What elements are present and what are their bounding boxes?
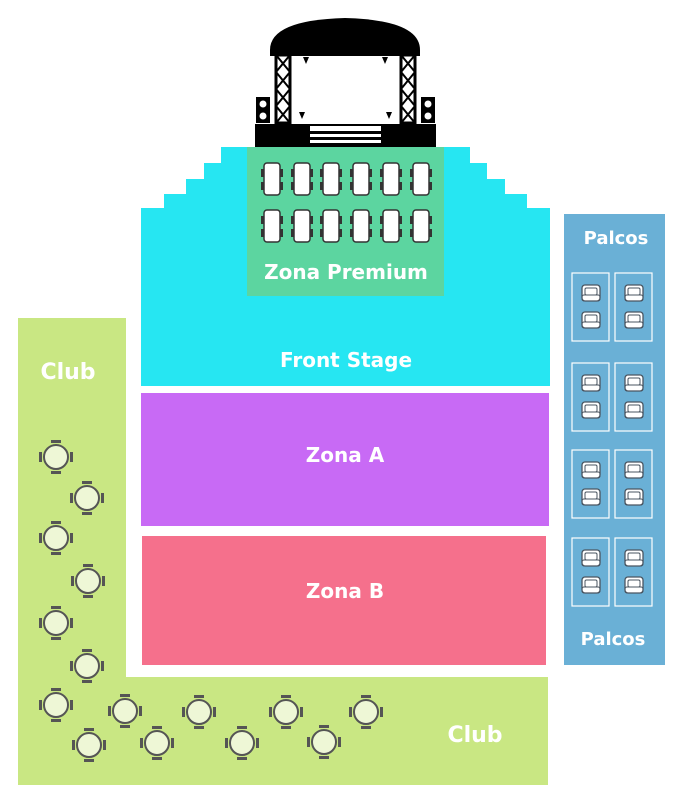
box[interactable] [614, 449, 653, 519]
premium-seat-icon[interactable] [260, 209, 284, 243]
armchair-icon [624, 374, 644, 392]
armchair-icon [624, 549, 644, 567]
armchair-icon [581, 401, 601, 419]
premium-seat-icon[interactable] [319, 162, 343, 196]
armchair-icon [581, 461, 601, 479]
armchair-icon [581, 374, 601, 392]
armchair-icon [581, 576, 601, 594]
front-stage-label: Front Stage [280, 348, 412, 372]
box[interactable] [614, 272, 653, 342]
zona-premium-label: Zona Premium [264, 260, 428, 284]
box[interactable] [571, 449, 610, 519]
premium-seat-icon[interactable] [290, 162, 314, 196]
armchair-icon [624, 576, 644, 594]
palcos-top-label: Palcos [584, 228, 649, 249]
armchair-icon [624, 311, 644, 329]
premium-seat-icon[interactable] [290, 209, 314, 243]
armchair-icon [624, 401, 644, 419]
club-bottom-label: Club [447, 723, 502, 748]
box[interactable] [614, 537, 653, 607]
premium-seat-icon[interactable] [379, 209, 403, 243]
stage-truss-icon [255, 18, 436, 147]
premium-seat-icon[interactable] [379, 162, 403, 196]
armchair-icon [624, 461, 644, 479]
premium-seat-icon[interactable] [349, 209, 373, 243]
box[interactable] [571, 362, 610, 432]
box[interactable] [571, 272, 610, 342]
zona-a-area[interactable] [141, 393, 549, 526]
armchair-icon [581, 311, 601, 329]
armchair-icon [624, 284, 644, 302]
club-area[interactable] [18, 318, 548, 785]
premium-seat-icon[interactable] [409, 162, 433, 196]
premium-seat-icon[interactable] [260, 162, 284, 196]
premium-seat-icon[interactable] [349, 162, 373, 196]
armchair-icon [581, 549, 601, 567]
palcos-bottom-label: Palcos [581, 629, 646, 650]
zona-b-label: Zona B [306, 579, 384, 603]
premium-seat-icon[interactable] [319, 209, 343, 243]
palcos-boxes [571, 272, 653, 607]
armchair-icon [624, 488, 644, 506]
armchair-icon [581, 284, 601, 302]
box[interactable] [614, 362, 653, 432]
zona-a-label: Zona A [306, 443, 385, 467]
club-left-label: Club [40, 360, 95, 385]
box[interactable] [571, 537, 610, 607]
zona-b-area[interactable] [142, 536, 546, 665]
armchair-icon [581, 488, 601, 506]
premium-seat-icon[interactable] [409, 209, 433, 243]
